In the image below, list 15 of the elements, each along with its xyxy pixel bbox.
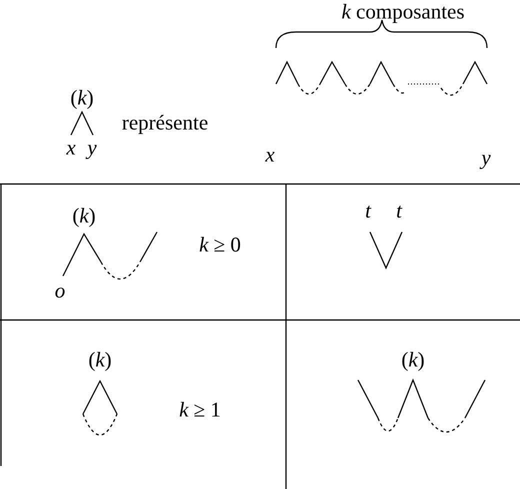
math-label: x — [66, 138, 76, 158]
math-label: k ≥ 1 — [179, 400, 221, 420]
math-label: t — [365, 200, 371, 222]
math-label: y — [481, 148, 491, 168]
math-label: o — [54, 280, 66, 302]
math-label: k composantes — [341, 2, 465, 22]
math-label: t — [396, 200, 402, 222]
math-label: y — [87, 138, 97, 158]
math-label: (k) — [70, 88, 94, 108]
math-label: x — [265, 144, 275, 166]
math-label: (k) — [401, 350, 425, 370]
math-label: (k) — [72, 206, 96, 226]
caption-text: représente — [122, 112, 208, 134]
math-label: (k) — [88, 350, 112, 370]
math-label: k ≥ 0 — [199, 234, 241, 256]
